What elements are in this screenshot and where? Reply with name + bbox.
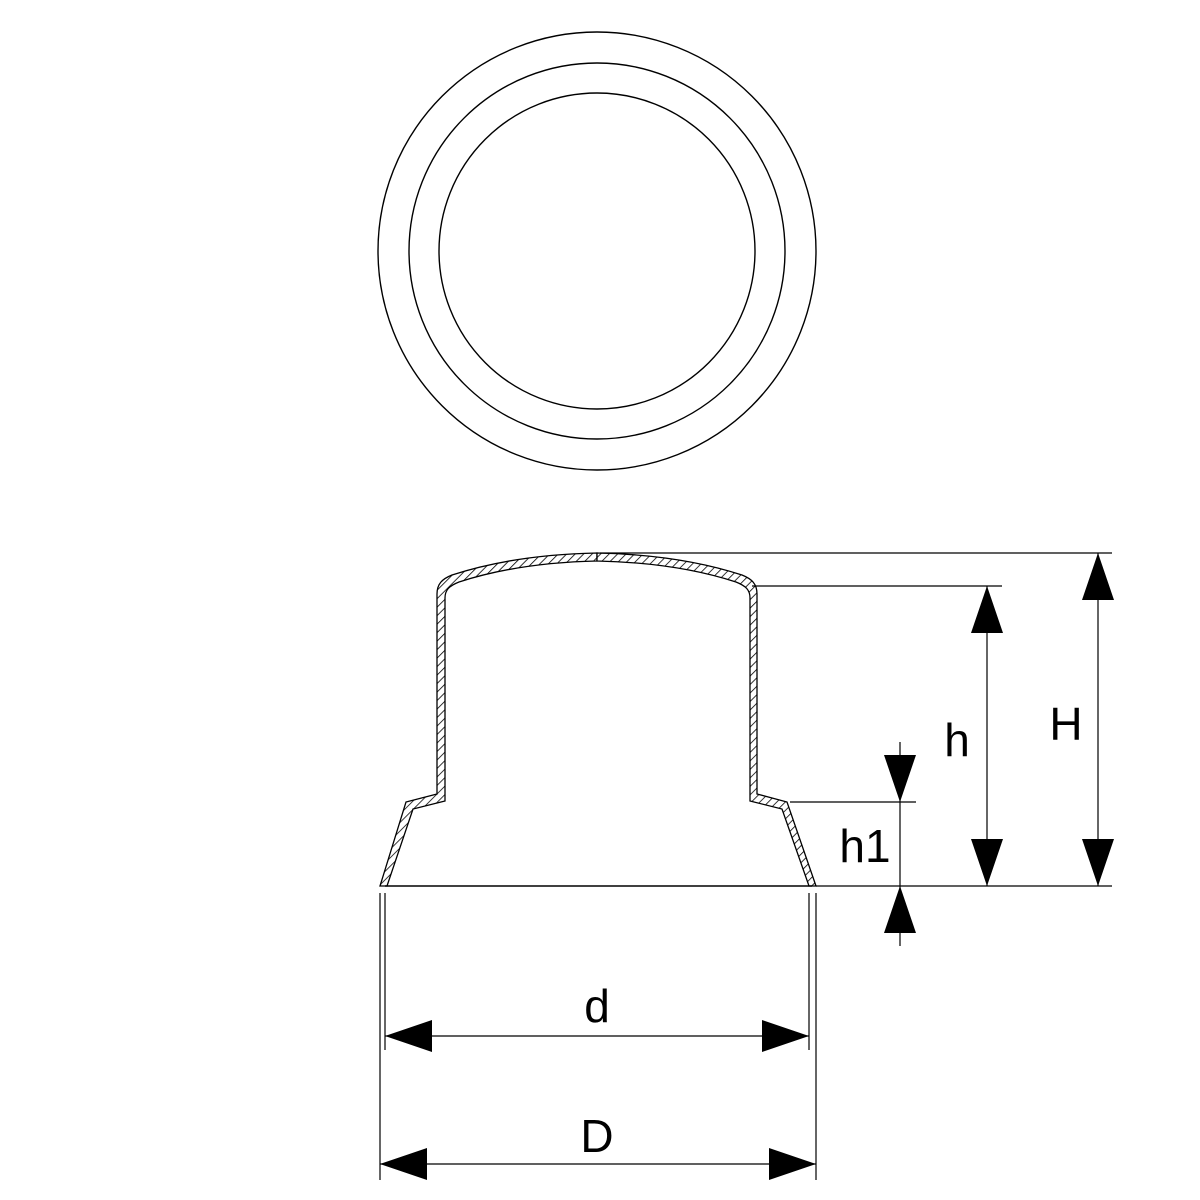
dimension-H: H [1049,553,1114,886]
dimension-label-d: d [584,980,610,1032]
dimension-D: D [380,1110,816,1180]
top-view [377,31,817,471]
dim-H-arrow-top [1082,553,1114,600]
dim-h-arrow-top [971,586,1003,633]
dim-h-arrow-bottom [971,839,1003,886]
dimension-h: h [944,586,1003,886]
top-view-inner-circle [438,92,756,410]
top-view-outer-circle [377,31,817,471]
side-section-view [379,552,817,887]
extension-lines [379,552,1112,1180]
dimension-label-h: h [944,714,970,766]
dim-d-arrow-right [762,1020,809,1052]
dimension-label-D: D [580,1110,613,1162]
dimension-label-H: H [1049,698,1082,750]
dim-d-arrow-left [385,1020,432,1052]
dimension-d: d [385,980,809,1052]
dim-D-arrow-left [380,1148,427,1180]
dimension-h1: h1 [839,742,916,946]
dimension-label-h1: h1 [839,820,890,872]
dim-h1-arrow-bottom [884,886,916,933]
top-view-middle-circle [408,62,786,440]
right-wall-section [596,552,817,887]
dim-h1-arrow-top [884,755,916,802]
dim-H-arrow-bottom [1082,839,1114,886]
left-wall-section [379,552,598,887]
dim-D-arrow-right [769,1148,816,1180]
